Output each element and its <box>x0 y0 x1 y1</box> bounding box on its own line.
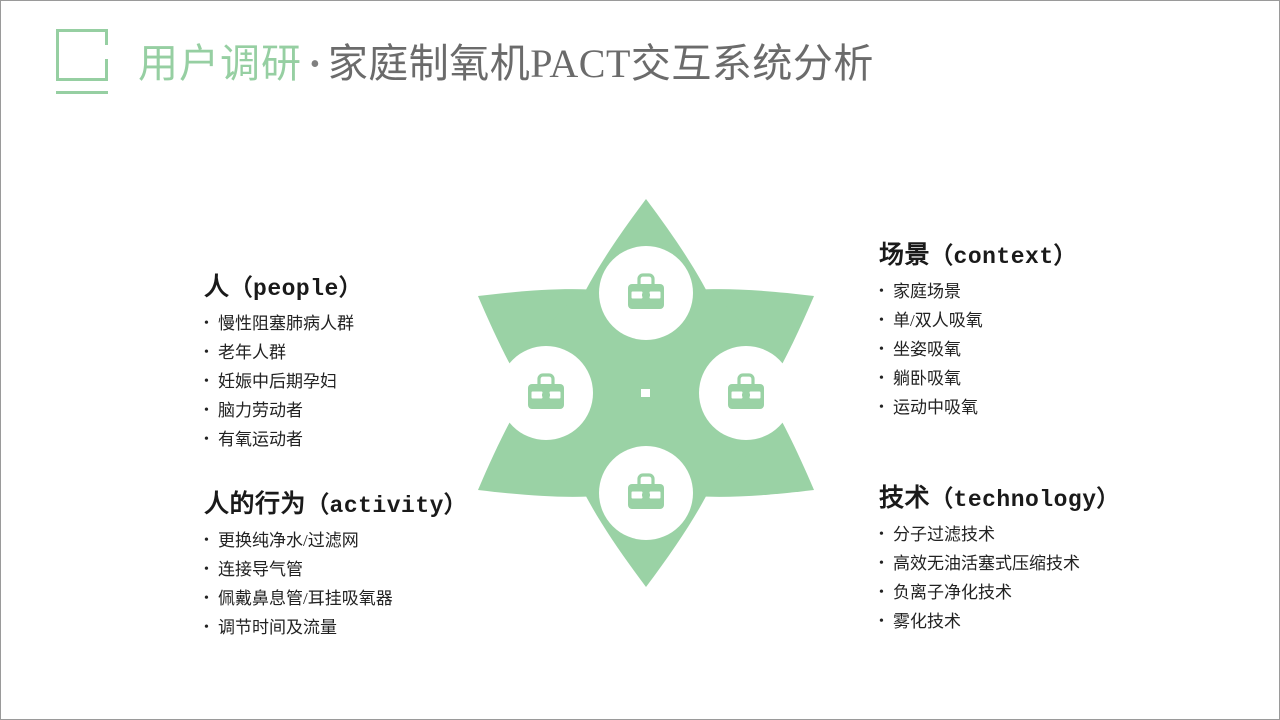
decoration-square-outline <box>56 29 108 81</box>
list-item: 脑力劳动者 <box>204 396 362 425</box>
list-item: 有氧运动者 <box>204 425 362 454</box>
list-item: 运动中吸氧 <box>879 393 1077 422</box>
header-decoration <box>56 29 110 94</box>
list-item: 负离子净化技术 <box>879 578 1120 607</box>
block-technology: 技术（technology） 分子过滤技术 高效无油活塞式压缩技术 负离子净化技… <box>879 478 1120 636</box>
list-item: 高效无油活塞式压缩技术 <box>879 549 1120 578</box>
block-activity-list: 更换纯净水/过滤网 连接导气管 佩戴鼻息管/耳挂吸氧器 调节时间及流量 <box>204 526 467 642</box>
list-item: 连接导气管 <box>204 555 467 584</box>
block-people-list: 慢性阻塞肺病人群 老年人群 妊娠中后期孕妇 脑力劳动者 有氧运动者 <box>204 309 362 454</box>
block-technology-title: 技术（technology） <box>879 478 1120 514</box>
block-activity-title: 人的行为（activity） <box>204 484 467 520</box>
block-context-title: 场景（context） <box>879 235 1077 271</box>
list-item: 更换纯净水/过滤网 <box>204 526 467 555</box>
block-context-list: 家庭场景 单/双人吸氧 坐姿吸氧 躺卧吸氧 运动中吸氧 <box>879 277 1077 422</box>
list-item: 佩戴鼻息管/耳挂吸氧器 <box>204 584 467 613</box>
block-people: 人（people） 慢性阻塞肺病人群 老年人群 妊娠中后期孕妇 脑力劳动者 有氧… <box>204 267 362 454</box>
list-item: 分子过滤技术 <box>879 520 1120 549</box>
pact-star-diagram <box>446 193 846 593</box>
slide-header: 用户调研 • 家庭制氧机PACT交互系统分析 <box>1 1 1279 121</box>
list-item: 坐姿吸氧 <box>879 335 1077 364</box>
title-main-text: 家庭制氧机PACT交互系统分析 <box>327 41 874 86</box>
block-technology-title-cn: 技术 <box>879 485 931 512</box>
star-petals <box>446 199 846 587</box>
list-item: 家庭场景 <box>879 277 1077 306</box>
block-people-title-en: （people） <box>229 276 363 302</box>
block-technology-title-en: （technology） <box>930 487 1121 513</box>
list-item: 躺卧吸氧 <box>879 364 1077 393</box>
list-item: 妊娠中后期孕妇 <box>204 367 362 396</box>
decoration-underline <box>56 91 108 94</box>
block-context-title-cn: 场景 <box>879 242 931 269</box>
list-item: 雾化技术 <box>879 607 1120 636</box>
block-activity-title-en: （activity） <box>306 493 468 519</box>
block-activity: 人的行为（activity） 更换纯净水/过滤网 连接导气管 佩戴鼻息管/耳挂吸… <box>204 484 467 642</box>
decoration-square-gap <box>104 45 110 59</box>
list-item: 慢性阻塞肺病人群 <box>204 309 362 338</box>
block-people-title: 人（people） <box>204 267 362 303</box>
title-accent-text: 用户调研 <box>138 41 302 86</box>
list-item: 调节时间及流量 <box>204 613 467 642</box>
list-item: 老年人群 <box>204 338 362 367</box>
title-separator-dot: • <box>310 49 320 80</box>
block-activity-title-cn: 人的行为 <box>204 491 307 518</box>
block-context: 场景（context） 家庭场景 单/双人吸氧 坐姿吸氧 躺卧吸氧 运动中吸氧 <box>879 235 1077 422</box>
block-people-title-cn: 人 <box>204 274 230 301</box>
block-technology-list: 分子过滤技术 高效无油活塞式压缩技术 负离子净化技术 雾化技术 <box>879 520 1120 636</box>
page-title: 用户调研 • 家庭制氧机PACT交互系统分析 <box>138 31 874 89</box>
list-item: 单/双人吸氧 <box>879 306 1077 335</box>
block-context-title-en: （context） <box>930 244 1078 270</box>
